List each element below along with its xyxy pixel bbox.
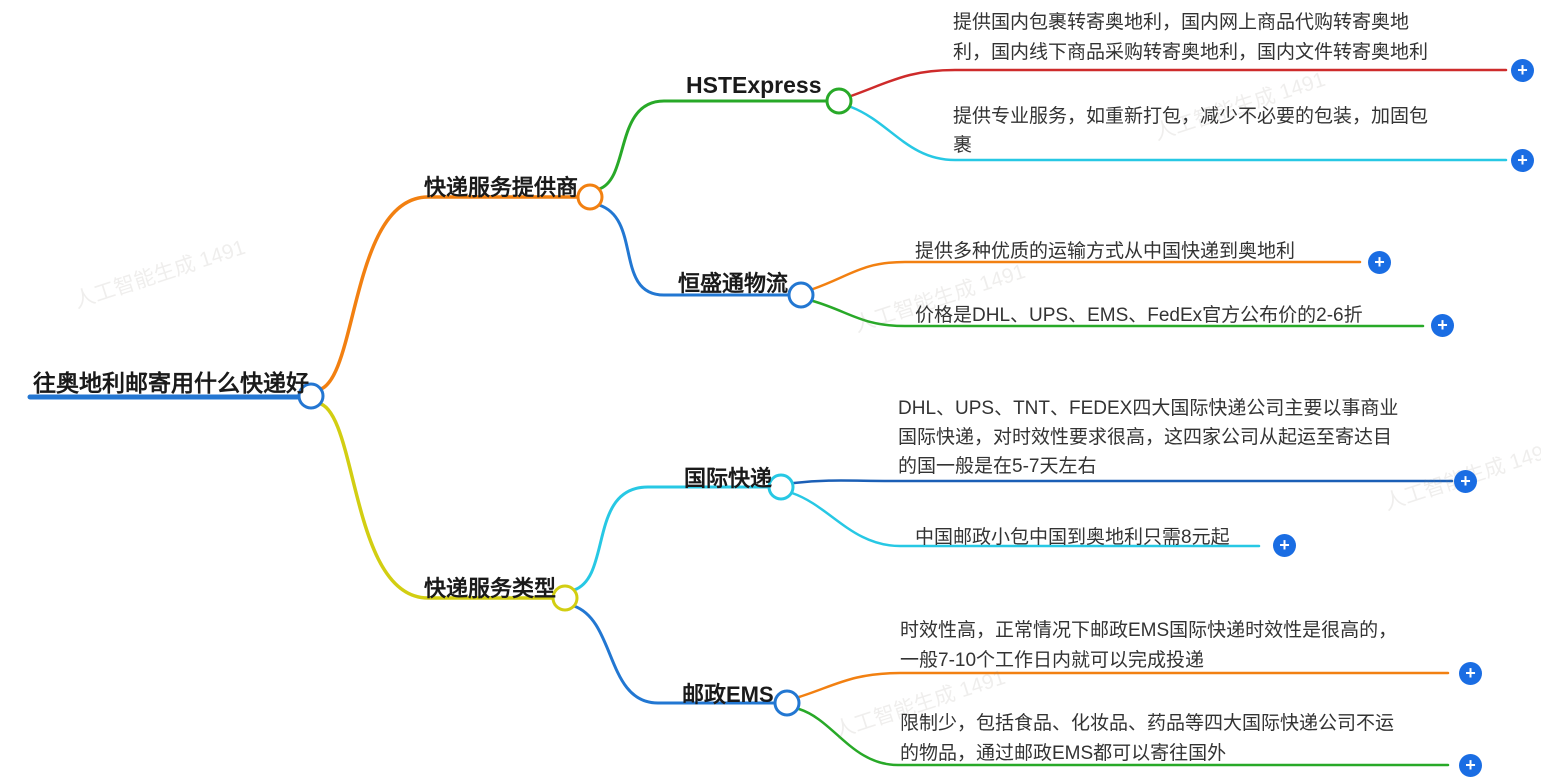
edge-leaf-intl-big4 [792, 479, 1454, 485]
edge-leaf-ems-speed [797, 671, 1450, 699]
leaf-ems-restriction[interactable]: 限制少，包括食品、化妆品、药品等四大国际快递公司不运的物品，通过邮政EMS都可以… [900, 713, 1395, 764]
intl-node-circle[interactable] [767, 473, 795, 501]
edge-leaf-hs-price [811, 299, 1425, 328]
add-child-button[interactable]: + [1273, 534, 1296, 557]
root-node-label[interactable]: 往奥地利邮寄用什么快递好 [33, 370, 309, 396]
edge-postal-ems [572, 604, 777, 705]
edge-leaf-ems-restriction [797, 707, 1450, 767]
hstexpress-node-circle[interactable] [825, 87, 853, 115]
leaf-intl-big4[interactable]: DHL、UPS、TNT、FEDEX四大国际快递公司主要以事商业国际快递，对时效性… [898, 398, 1399, 477]
types-node-circle[interactable] [551, 584, 579, 612]
edge-hengshengtong [597, 203, 791, 297]
add-child-button[interactable]: + [1511, 149, 1534, 172]
edge-branch-types [316, 401, 555, 600]
leaf-ems-speed[interactable]: 时效性高，正常情况下邮政EMS国际快递时效性是很高的，一般7-10个工作日内就可… [900, 620, 1398, 671]
leaf-intl-chinapost[interactable]: 中国邮政小包中国到奥地利只需8元起 [915, 527, 1230, 548]
edge-leaf-hst-forwarding [849, 68, 1508, 98]
ems-node-circle[interactable] [773, 689, 801, 717]
node-hstexpress-label[interactable]: HSTExpress [686, 72, 822, 98]
edge-leaf-hst-packing [849, 105, 1508, 162]
edge-leaf-intl-chinapost [790, 491, 1261, 548]
edge-hstexpress [597, 99, 829, 191]
leaf-hs-transport[interactable]: 提供多种优质的运输方式从中国快递到奥地利 [915, 241, 1296, 262]
node-intl-express-label[interactable]: 国际快递 [684, 466, 773, 491]
root-node-circle[interactable] [297, 382, 325, 410]
add-child-button[interactable]: + [1459, 662, 1482, 685]
leaf-hst-forwarding[interactable]: 提供国内包裹转寄奥地利，国内网上商品代购转寄奥地利，国内线下商品采购转寄奥地利，… [953, 12, 1429, 63]
edge-intl-express [572, 485, 771, 592]
node-hengshengtong-label[interactable]: 恒盛通物流 [678, 271, 789, 296]
leaf-hst-packing[interactable]: 提供专业服务，如重新打包，减少不必要的包装，加固包裹 [953, 106, 1429, 156]
add-child-button[interactable]: + [1459, 754, 1482, 777]
add-child-button[interactable]: + [1368, 251, 1391, 274]
edge-branch-providers [316, 195, 580, 392]
providers-node-circle[interactable] [576, 183, 604, 211]
edge-leaf-hs-transport [811, 260, 1362, 291]
add-child-button[interactable]: + [1454, 470, 1477, 493]
add-child-button[interactable]: + [1511, 59, 1534, 82]
add-child-button[interactable]: + [1431, 314, 1454, 337]
branch-providers-label[interactable]: 快递服务提供商 [424, 175, 579, 200]
node-postal-ems-label[interactable]: 邮政EMS [682, 682, 774, 707]
leaf-hs-price[interactable]: 价格是DHL、UPS、EMS、FedEx官方公布价的2-6折 [915, 305, 1363, 326]
hengshengtong-node-circle[interactable] [787, 281, 815, 309]
branch-types-label[interactable]: 快递服务类型 [424, 576, 557, 601]
